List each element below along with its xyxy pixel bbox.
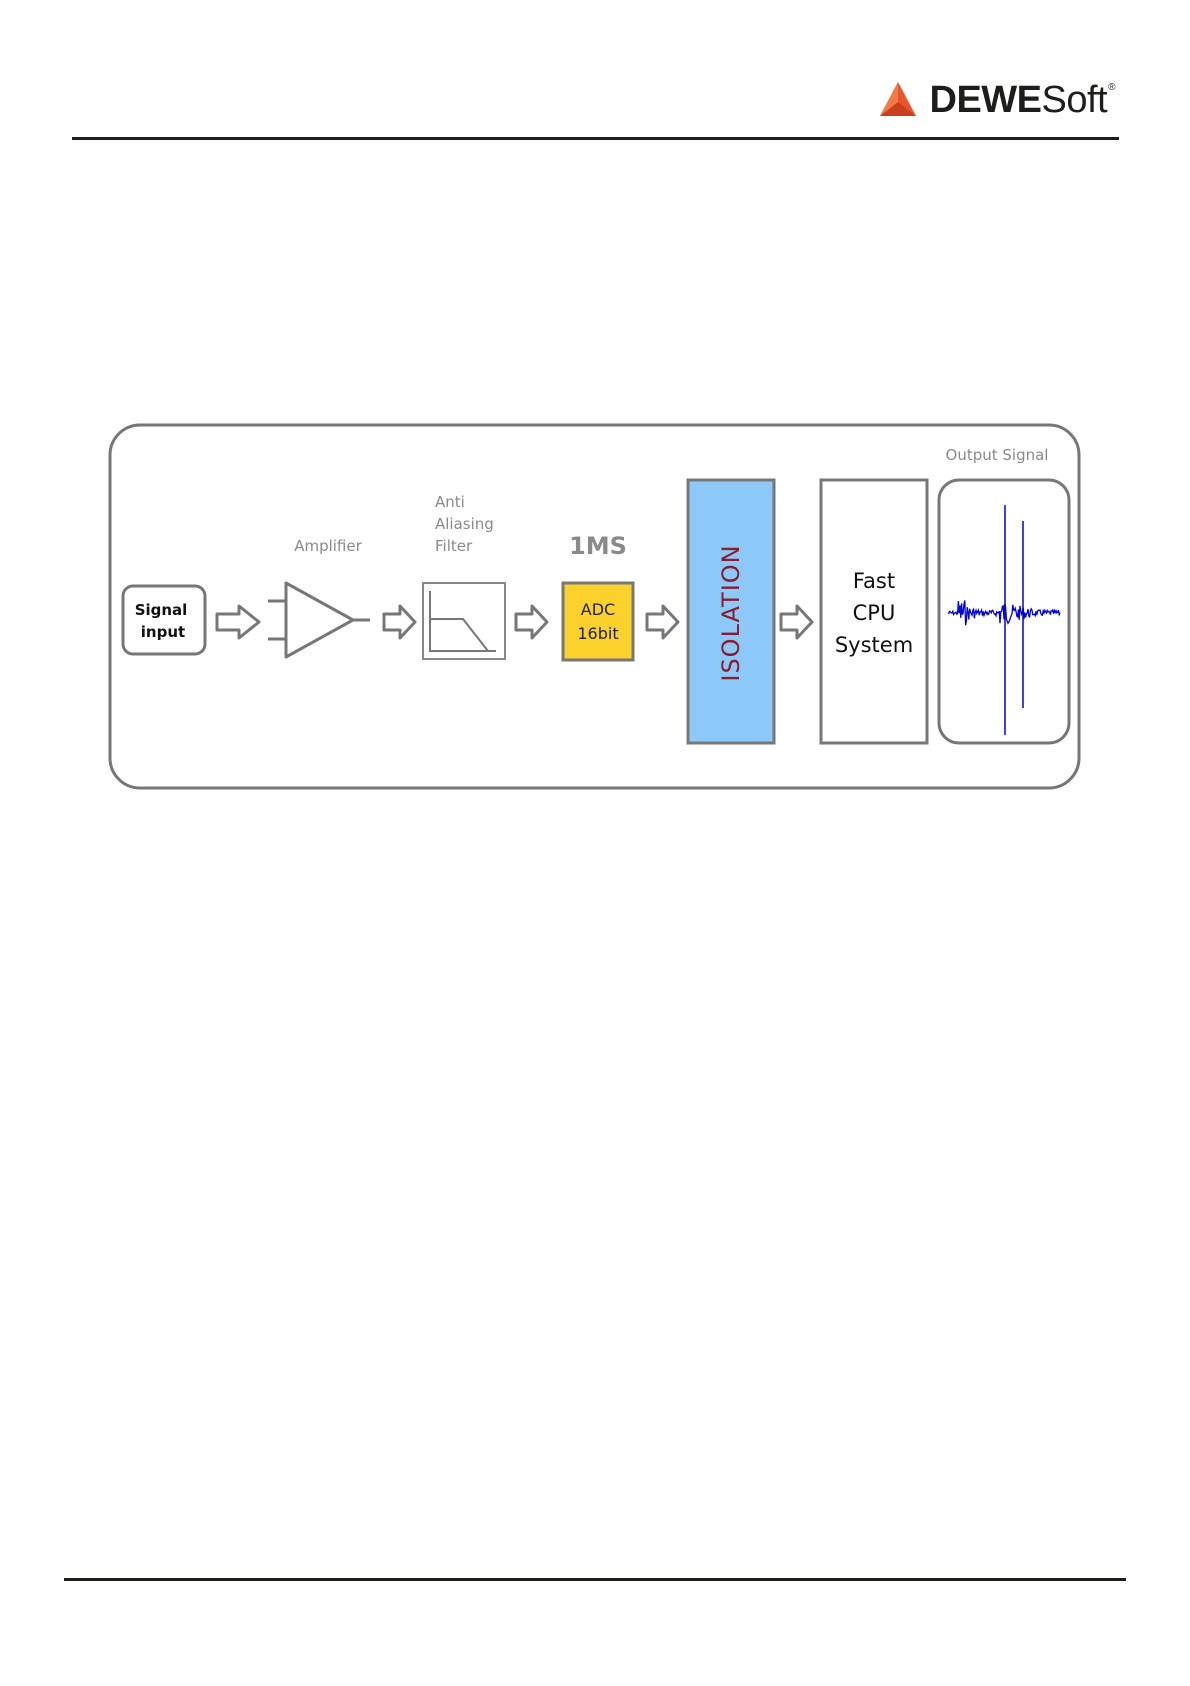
dewesoft-triangle-icon [878,80,918,120]
logo-wordmark: DEWESoft® [930,81,1115,119]
adc-block: 1MS ADC 16bit [563,532,633,660]
signal-input-line1: Signal [135,601,188,619]
adc-line2: 16bit [577,624,618,643]
header-divider [72,137,1119,140]
footer-divider [64,1578,1126,1581]
cpu-system-block: Fast CPU System [821,480,927,743]
filter-label-line1: Anti [435,493,465,511]
dewesoft-logo: DEWESoft® [878,78,1115,122]
signal-input-block: Signal input [123,586,205,654]
cpu-line3: System [835,633,913,657]
logo-brand-bold: DEWE [930,79,1042,121]
signal-input-line2: input [141,623,185,641]
isolation-block: ISOLATION [688,480,774,743]
logo-brand-regular: Soft [1042,79,1108,121]
output-signal-label: Output Signal [946,446,1049,464]
signal-chain-diagram: Signal input Amplifier Anti Aliasing Fil… [108,423,1081,790]
sample-rate-label: 1MS [569,532,627,560]
registered-mark: ® [1108,82,1115,93]
isolation-label: ISOLATION [717,544,745,681]
output-signal-block: Output Signal [939,446,1069,743]
filter-label-line2: Aliasing [435,515,494,533]
cpu-line1: Fast [853,569,895,593]
amplifier-label: Amplifier [294,537,362,555]
adc-line1: ADC [581,600,615,619]
filter-label-line3: Filter [435,537,473,555]
cpu-line2: CPU [853,601,896,625]
